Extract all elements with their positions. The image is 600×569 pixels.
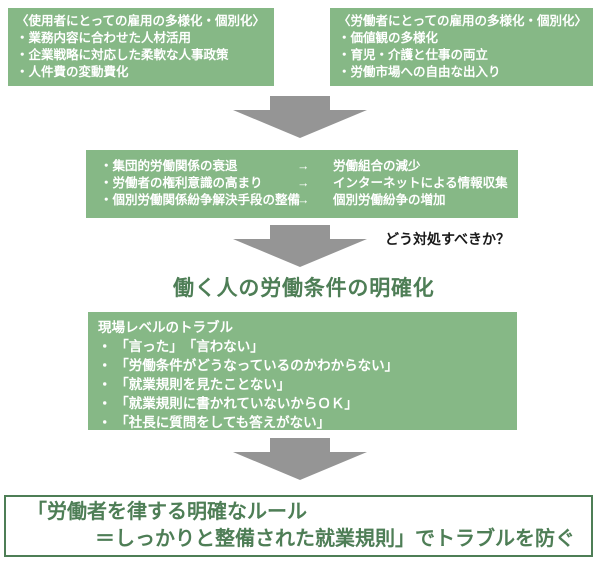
changes-effect: 労働組合の減少 xyxy=(333,159,421,173)
worker-box-item: ・労働市場への自由な出入り xyxy=(338,65,501,79)
employer-diversification-box: 〈使用者にとっての雇用の多様化・個別化〉 ・業務内容に合わせた人材活用 ・企業戦… xyxy=(8,8,274,86)
worker-diversification-box: 〈労働者にとっての雇用の多様化・個別化〉 ・価値観の多様化 ・育児・介護と仕事の… xyxy=(330,8,593,86)
employer-box-heading: 〈使用者にとっての雇用の多様化・個別化〉 xyxy=(16,14,266,28)
trouble-box-item: ・ 「言った」 「言わない」 xyxy=(98,339,264,354)
conclusion-box: 「労働者を律する明確なルール ＝しっかりと整備された就業規則」でトラブルを防ぐ xyxy=(4,495,593,557)
employer-box-item: ・人件費の変動費化 xyxy=(16,65,129,79)
right-arrow-icon: → xyxy=(297,193,310,207)
conclusion-line2: ＝しっかりと整備された就業規則」でトラブルを防ぐ xyxy=(95,528,575,550)
question-label: どう対処すべきか？ xyxy=(385,231,511,247)
conclusion-line1: 「労働者を律する明確なルール xyxy=(27,501,307,523)
main-title: 働く人の労働条件の明確化 xyxy=(173,277,435,300)
workplace-trouble-box: 現場レベルのトラブル ・ 「言った」 「言わない」 ・ 「労働条件がどうなってい… xyxy=(88,312,517,430)
labor-relations-changes-box: ・集団的労働関係の衰退 → 労働組合の減少 ・労働者の権利意識の高まり → イン… xyxy=(86,150,518,218)
changes-cause: ・労働者の権利意識の高まり xyxy=(100,176,263,190)
trouble-box-heading: 現場レベルのトラブル xyxy=(98,320,233,335)
changes-effect: 個別労働紛争の増加 xyxy=(333,193,446,207)
trouble-box-item: ・ 「社長に質問をしても答えがない」 xyxy=(98,415,331,430)
trouble-box-item: ・ 「労働条件がどうなっているのかわからない」 xyxy=(98,358,399,373)
down-arrow-icon xyxy=(233,96,367,138)
worker-box-item: ・育児・介護と仕事の両立 xyxy=(338,48,489,62)
employer-box-item: ・企業戦略に対応した柔軟な人事政策 xyxy=(16,48,229,62)
changes-row: ・労働者の権利意識の高まり → インターネットによる情報収集 xyxy=(100,175,518,192)
trouble-box-item: ・ 「就業規則に書かれていないからＯＫ」 xyxy=(98,396,358,411)
changes-effect: インターネットによる情報収集 xyxy=(333,176,508,190)
changes-cause: ・集団的労働関係の衰退 xyxy=(100,159,238,173)
changes-cause: ・個別労働関係紛争解決手段の整備 xyxy=(100,193,301,207)
down-arrow-icon xyxy=(233,225,367,267)
employer-box-item: ・業務内容に合わせた人材活用 xyxy=(16,31,192,45)
trouble-box-item: ・ 「就業規則を見たことない」 xyxy=(98,377,291,392)
worker-box-heading: 〈労働者にとっての雇用の多様化・個別化〉 xyxy=(338,14,588,28)
changes-row: ・集団的労働関係の衰退 → 労働組合の減少 xyxy=(100,158,518,175)
right-arrow-icon: → xyxy=(297,176,310,190)
down-arrow-icon xyxy=(233,438,367,480)
right-arrow-icon: → xyxy=(297,159,310,173)
changes-row: ・個別労働関係紛争解決手段の整備 → 個別労働紛争の増加 xyxy=(100,192,518,209)
worker-box-item: ・価値観の多様化 xyxy=(338,31,439,45)
